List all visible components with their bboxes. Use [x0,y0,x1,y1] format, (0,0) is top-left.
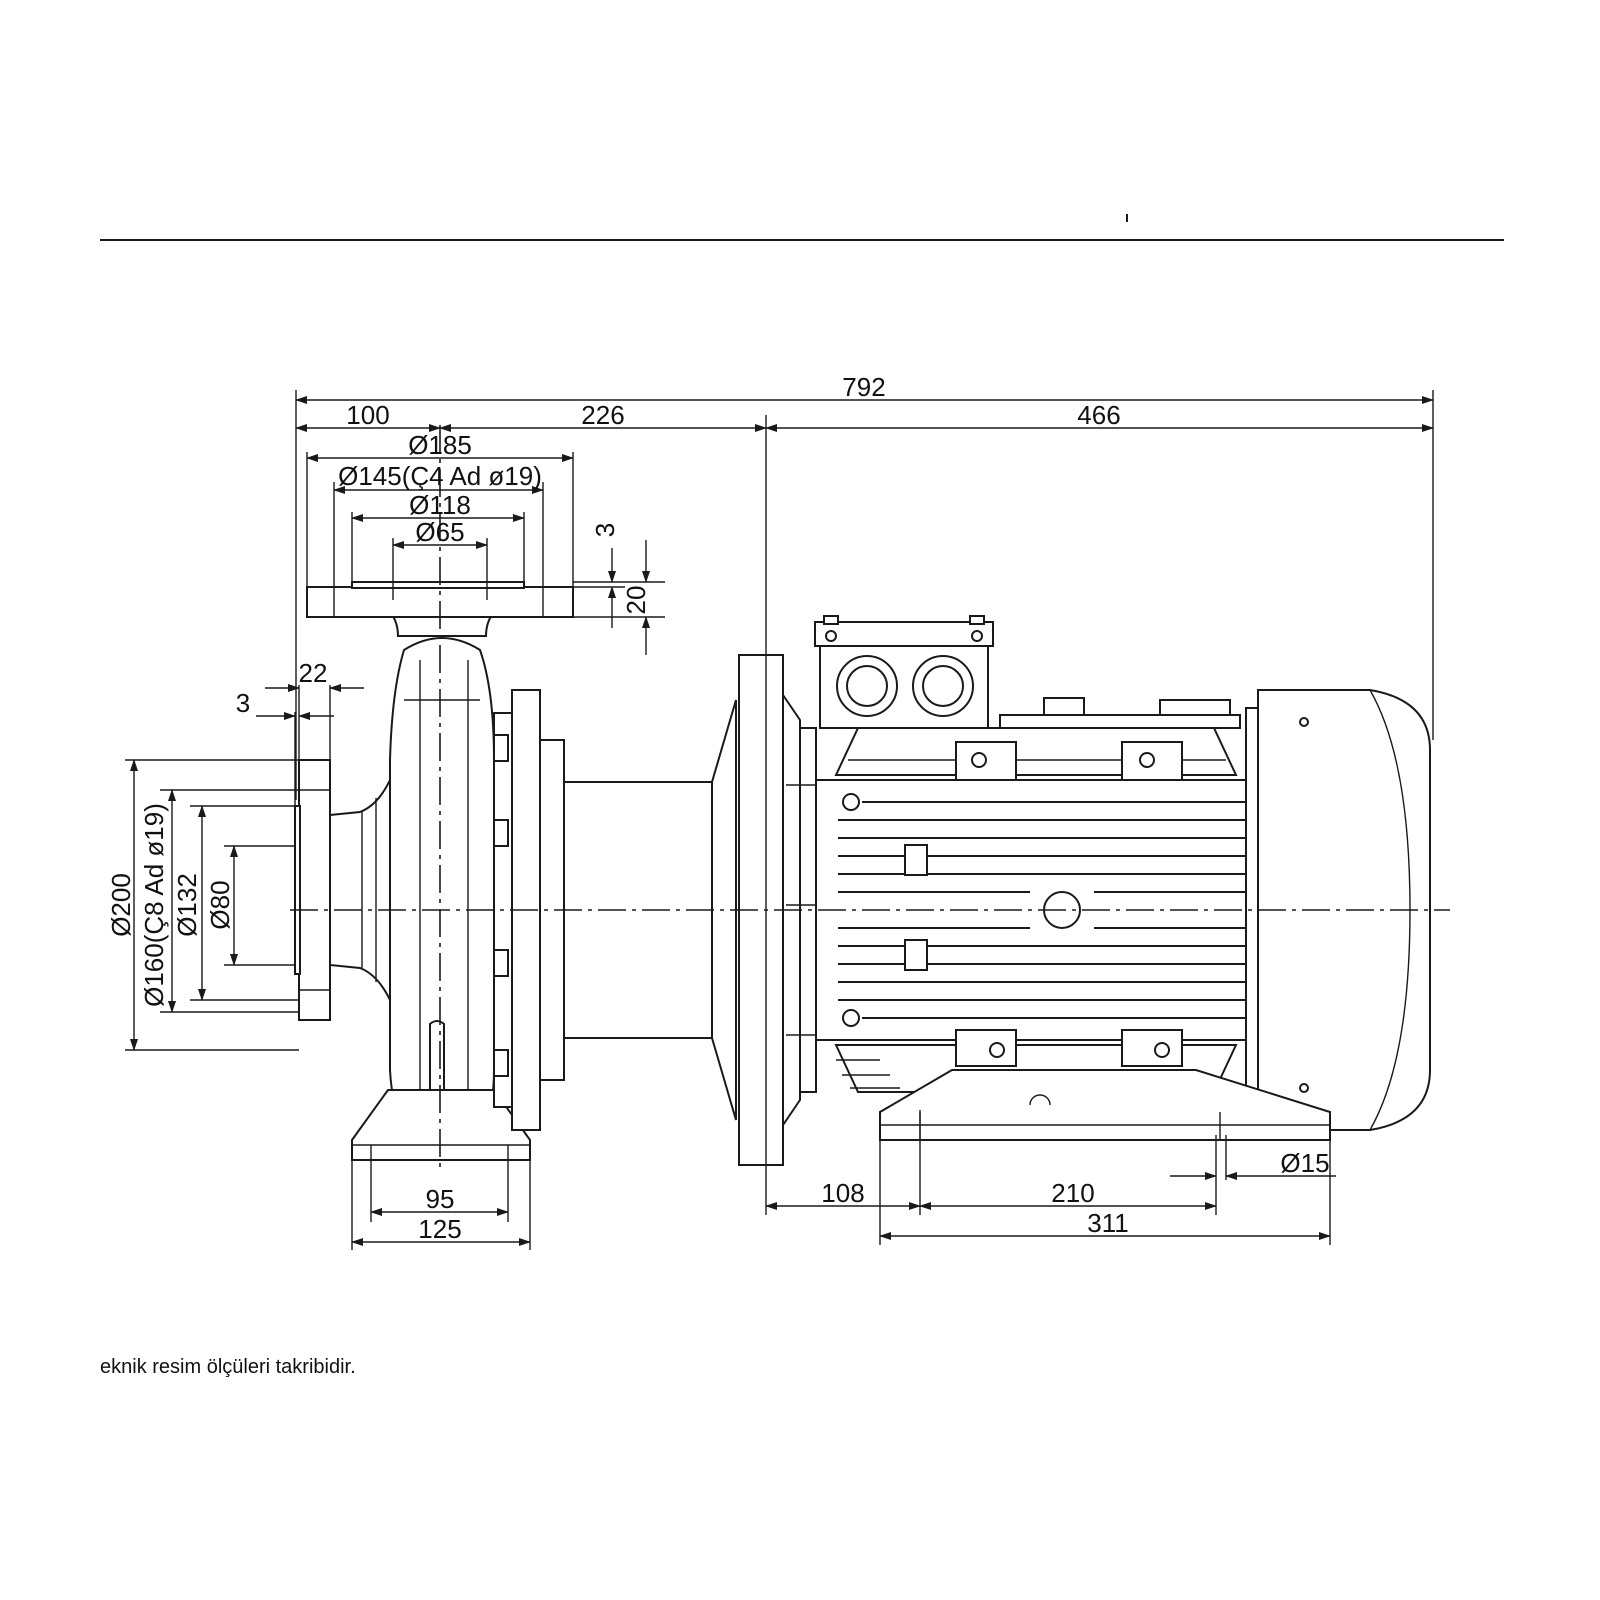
motor-cooling-fins [838,801,1250,1019]
dim-foot-hole-dia: Ø15 [1280,1148,1329,1178]
dim-suction-offset: 100 [346,400,389,430]
lifting-lugs [999,697,1241,729]
terminal-box [814,615,994,729]
dim-suction-face-step: 3 [236,688,250,718]
dim-overall-length: 792 [842,372,885,402]
dim-disch-face-step: 3 [590,523,620,537]
dim-motor-length: 466 [1077,400,1120,430]
dim-suction-flange-thickness: 22 [299,658,328,688]
suction-flange [294,759,331,1021]
extension-lines [125,390,1434,1250]
footer-note: eknik resim ölçüleri takribidir. [100,1356,356,1378]
dim-motor-foot-holes: 210 [1051,1178,1094,1208]
dim-disch-flange-od: Ø185 [408,430,472,460]
dim-suction-bore: Ø80 [205,880,235,929]
pump-volute-casing [329,609,499,1141]
dim-motor-foot-offset: 108 [821,1178,864,1208]
dim-disch-bolt-circle: Ø145(Ç4 Ad ø19) [338,461,542,491]
dim-suction-flange-od: Ø200 [106,873,136,937]
dim-disch-flange-thickness: 20 [621,586,651,615]
dim-disch-raised-face: Ø118 [409,490,471,520]
dim-pump-foot-inner: 95 [426,1184,455,1214]
dimension-lines [130,396,1434,1246]
dimension-labels: 792 100 226 466 Ø185 Ø145(Ç4 Ad ø19) Ø11… [106,372,1330,1244]
dim-suction-raised-face: Ø132 [172,873,202,937]
dim-motor-foot-overall: 311 [1087,1208,1128,1238]
dim-pump-foot-outer: 125 [418,1214,461,1244]
dim-disch-bore: Ø65 [415,517,464,547]
dim-suction-bolt-circle: Ø160(Ç8 Ad ø19) [139,803,169,1007]
dim-pump-length: 226 [581,400,624,430]
